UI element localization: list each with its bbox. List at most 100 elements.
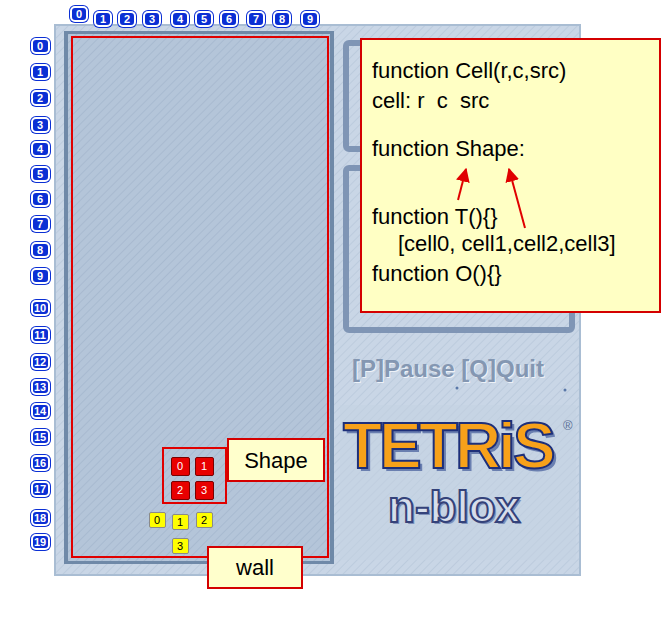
row-number: 12 <box>31 354 50 370</box>
cell-number: 16 <box>34 457 46 469</box>
well-frame <box>64 31 334 564</box>
column-number: 7 <box>247 11 265 27</box>
grid-cell: 3 <box>172 538 189 554</box>
registered-mark: ® <box>563 418 573 433</box>
row-number: 17 <box>31 481 50 497</box>
cell-number: 18 <box>34 512 46 524</box>
cell-number: 4 <box>177 13 183 25</box>
column-number: 4 <box>171 11 189 27</box>
well-ground <box>68 34 330 561</box>
column-number: 5 <box>195 11 213 27</box>
cell-number: 11 <box>34 329 46 341</box>
key-hint: [P]Pause [Q]Quit <box>352 355 544 383</box>
row-number: 7 <box>31 216 50 232</box>
code-line: [cell0, cell1,cell2,cell3] <box>398 231 616 256</box>
cell-number: wall <box>236 555 274 580</box>
row-number: 10 <box>31 300 50 316</box>
grid-cell: 0 <box>149 512 166 528</box>
row-number: 19 <box>31 534 50 550</box>
cell-number: 6 <box>37 193 43 205</box>
leader-arrow <box>458 169 466 200</box>
callout-box: Shape <box>227 438 325 482</box>
cell-number: 5 <box>37 168 43 180</box>
row-number: 1 <box>31 64 50 80</box>
column-number: 1 <box>94 11 112 27</box>
cell-number: 1 <box>201 460 207 472</box>
cell-number: 12 <box>34 356 46 368</box>
code-line: function O(){} <box>372 261 502 286</box>
cell-number: 14 <box>34 405 46 417</box>
code-line: cell: r c src <box>372 88 489 113</box>
row-number: 15 <box>31 429 50 445</box>
logo-title: TETRiS <box>343 410 553 482</box>
logo-ground <box>340 405 576 560</box>
row-number: 3 <box>31 117 50 133</box>
column-number: 6 <box>220 11 238 27</box>
row-number: 18 <box>31 510 50 526</box>
cell-number: 0 <box>177 460 183 472</box>
wall-outline <box>72 37 328 557</box>
cell-number: 2 <box>124 13 130 25</box>
cell-number: 17 <box>34 483 46 495</box>
row-number: 4 <box>31 141 50 157</box>
shape-cell: 3 <box>195 481 214 500</box>
row-number: 14 <box>31 403 50 419</box>
cell-number: 0 <box>76 8 82 20</box>
cell-number: 3 <box>149 13 155 25</box>
column-number: 3 <box>143 11 161 27</box>
leader-arrow <box>509 169 525 228</box>
column-number: 9 <box>301 11 319 27</box>
column-number: 2 <box>118 11 136 27</box>
cell-number: 0 <box>154 514 160 526</box>
row-number: 6 <box>31 191 50 207</box>
cell-number: 9 <box>307 13 313 25</box>
cell-number: 13 <box>34 381 46 393</box>
logo-subtitle: n-blox <box>388 480 520 534</box>
code-line: function T(){} <box>372 204 498 229</box>
shape-outline <box>163 448 226 503</box>
cell-number: 1 <box>37 66 43 78</box>
cell-number: 19 <box>34 536 46 548</box>
row-number: 9 <box>31 268 50 284</box>
cell-number: 1 <box>177 516 183 528</box>
code-line: function Cell(r,c,src) <box>372 58 566 83</box>
cell-number: Shape <box>244 448 308 473</box>
column-number: 8 <box>273 11 291 27</box>
dot <box>564 389 567 392</box>
cell-number: 0 <box>37 40 43 52</box>
cell-number: 8 <box>37 244 43 256</box>
cell-number: 2 <box>37 92 43 104</box>
cell-number: 8 <box>279 13 285 25</box>
row-number: 8 <box>31 242 50 258</box>
cell-number: 7 <box>253 13 259 25</box>
cell-number: 9 <box>37 270 43 282</box>
row-number: 0 <box>31 38 50 54</box>
code-note: function Cell(r,c,src) cell: r c src funct… <box>360 38 661 313</box>
cell-number: 7 <box>37 218 43 230</box>
cell-number: 2 <box>177 484 183 496</box>
row-number: 13 <box>31 379 50 395</box>
cell-number: 1 <box>100 13 106 25</box>
cell-number: 4 <box>37 143 43 155</box>
row-number: 16 <box>31 455 50 471</box>
callout-box: wall <box>207 546 303 589</box>
shape-cell: 1 <box>195 457 214 476</box>
dot <box>456 387 459 390</box>
shape-cell: 0 <box>171 457 190 476</box>
row-number: 5 <box>31 166 50 182</box>
cell-number: 3 <box>37 119 43 131</box>
cell-number: 15 <box>34 431 46 443</box>
row-number: 2 <box>31 90 50 106</box>
cell-number: 2 <box>201 514 207 526</box>
cell-number: 10 <box>34 302 46 314</box>
code-line: function Shape: <box>372 136 525 161</box>
column-number: 0 <box>70 6 88 22</box>
cell-number: 6 <box>226 13 232 25</box>
shape-cell: 2 <box>171 481 190 500</box>
row-number: 11 <box>31 327 50 343</box>
cell-number: 5 <box>201 13 207 25</box>
grid-cell: 1 <box>172 514 189 530</box>
cell-number: 3 <box>177 540 183 552</box>
grid-cell: 2 <box>196 512 213 528</box>
